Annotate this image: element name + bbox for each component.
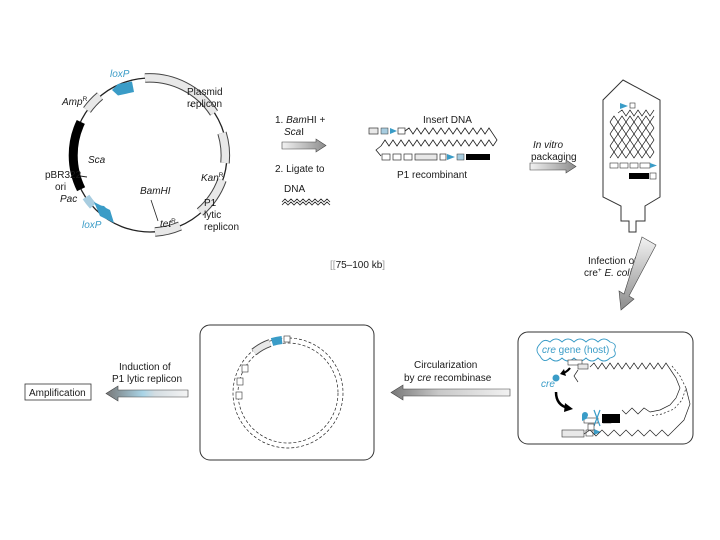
loxp-bottom-arrow-head [94,202,114,223]
insert-dna-label: Insert DNA [423,115,472,126]
bamhi-label: BamHI [140,186,171,197]
svg-text:by cre recombinase: by cre recombinase [404,373,492,384]
circular-p1-molecule [232,335,344,449]
infection-label-1: Infection of [588,256,637,267]
amplification-label: Amplification [29,388,86,399]
infection-arrow [618,236,657,311]
circular-product-box [199,324,375,461]
kan-sup: R [219,172,224,179]
induction-arrow [105,385,189,402]
circularization-label-rest: recombinase [431,373,491,384]
sca-tick [79,175,88,178]
plasmid-replicon-segment [144,74,218,116]
packaging-arrow [529,159,577,174]
p1-recombinant-construct [368,127,498,161]
svg-text:AmpR: AmpR [61,96,88,108]
induction-label-1: Induction of [119,362,171,373]
p1-lytic-label-2: lytic [204,210,221,221]
step1-arrow [281,138,327,153]
step2-dna-label: DNA [284,184,305,195]
packaging-label-2: packaging [531,152,577,163]
svg-text:ScaI: ScaI [284,127,304,138]
p1-recombinant-label: P1 recombinant [397,170,467,181]
pbr322-label-2: ori [55,182,66,193]
dna-zigzag-top [281,198,331,203]
dna-zigzag-bottom [281,201,331,206]
p1-lytic-label-3: replicon [204,222,239,233]
kan-label: Kan [201,173,219,184]
infection-label-cre: cre [584,268,598,279]
circularization-label-by: by [404,373,417,384]
size-label: [[75–100 kb] [330,260,385,271]
bamhi-leader [150,199,159,222]
pac-label: Pac [60,194,77,205]
step1-enzyme-a: Bam [286,115,307,126]
step1-number: 1. [275,115,286,126]
tet-segment [154,222,182,236]
circularization-label-cre: cre [417,373,431,384]
pac-segment [82,194,97,209]
loxp-bottom-label: loxP [82,220,102,231]
pbr322-label-1: pBR322 [45,170,82,181]
cre-gene-box [567,359,583,366]
induction-label-2: P1 lytic replicon [112,374,182,385]
cre-gene-label-rest: gene (host) [556,345,609,356]
pbr322-segment [68,119,86,192]
plasmid-replicon-label-2: replicon [187,99,222,110]
amp-sup: R [83,96,88,103]
step1-enzyme-b-rest: I [301,127,304,138]
plasmid-replicon-label-1: Plasmid [187,87,223,98]
cre-gene-label-ital: cre [542,345,556,356]
amp-segment [83,93,103,113]
svg-text:tetR: tetR [160,218,176,230]
circularization-label-1: Circularization [414,360,477,371]
loxp-top-label: loxP [110,69,130,80]
step2-ligate-label: 2. Ligate to [275,164,325,175]
plasmid-map [68,73,231,237]
sca-label: Sca [88,155,106,166]
amp-label: Amp [61,97,83,108]
phage-head [602,79,661,233]
linear-recombinant-in-cell [561,362,691,438]
loxp-top-arrow [112,81,134,96]
infection-label-sup: + [598,267,602,274]
tet-label: tet [160,219,172,230]
cre-protein-label: cre [541,379,555,390]
svg-text:1. BamHI +: 1. BamHI + [275,115,325,126]
svg-text:cre gene (host): cre gene (host) [542,345,609,356]
infection-label-ecoli: E. coli [602,268,633,279]
tet-sup: R [171,218,176,225]
host-genome-outline [536,338,616,362]
cre-recombination-box [517,331,694,445]
step1-enzyme-b: Sca [284,127,302,138]
p1-lytic-segment [197,178,226,215]
svg-text:KanR: KanR [201,172,224,184]
packaging-label-1: In vitro [533,140,563,151]
cre-protein-dot-1 [552,374,560,382]
circularization-arrow [390,384,511,401]
svg-text:cre+ E. coli: cre+ E. coli [584,267,632,279]
kan-segment [218,131,230,164]
p1-lytic-label-1: P1 [204,198,217,209]
step1-enzyme-a-rest: HI + [307,115,326,126]
amplification-box [24,383,92,401]
